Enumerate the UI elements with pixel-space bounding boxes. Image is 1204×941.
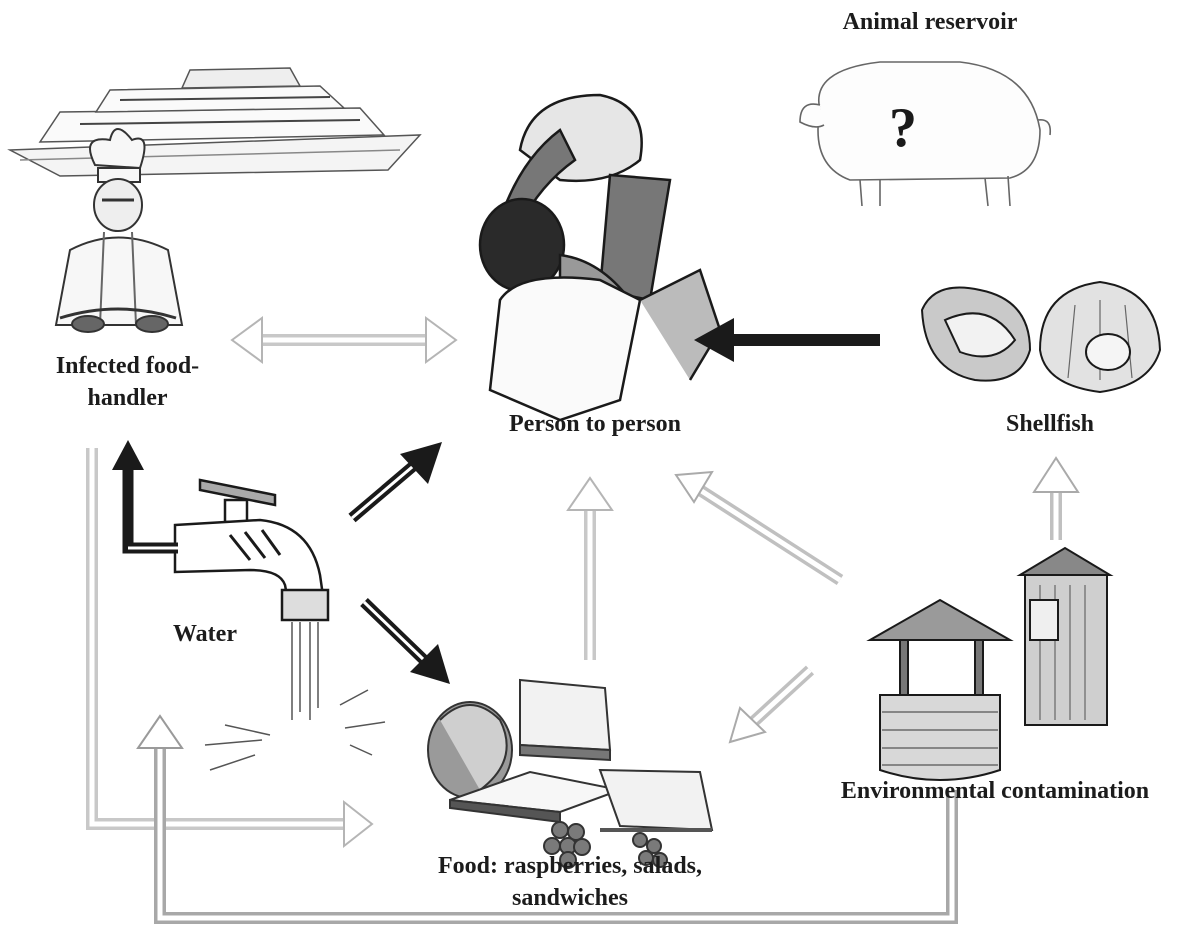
question-mark: ? — [878, 100, 928, 156]
label-food: Food: raspberries, salads, sandwiches — [415, 850, 725, 914]
label-water: Water — [140, 618, 270, 650]
outhouse-icon — [1020, 548, 1110, 725]
label-infected-food-handler: Infected food-handler — [25, 350, 230, 414]
cruise-ship-icon — [10, 68, 420, 176]
arrow-water-to-food-handler — [128, 470, 178, 548]
label-person-to-person: Person to person — [465, 408, 725, 440]
shellfish-icon — [922, 282, 1160, 392]
food-icon — [428, 680, 712, 868]
label-environmental-contamination: Environmental contamination — [795, 775, 1195, 807]
label-animal-reservoir: Animal reservoir — [800, 6, 1060, 38]
parents-child-icon — [480, 95, 720, 420]
label-shellfish: Shellfish — [960, 408, 1140, 440]
well-icon — [870, 600, 1010, 780]
